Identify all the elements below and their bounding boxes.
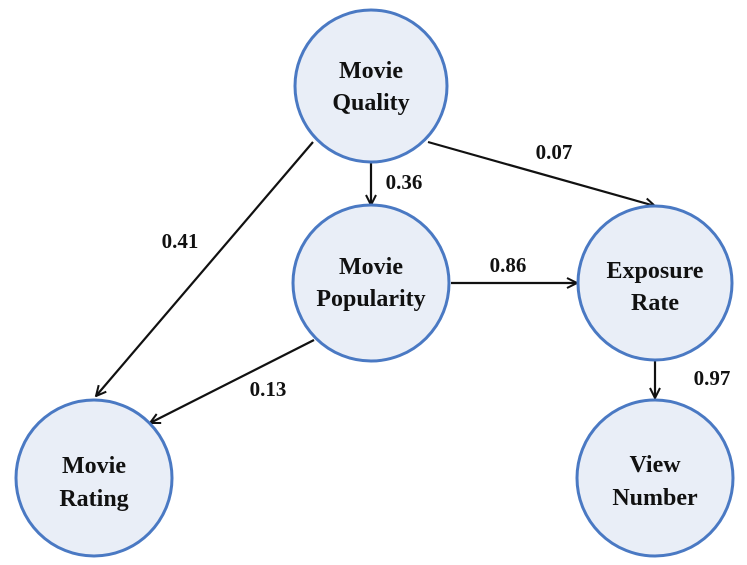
node-view-number: View Number <box>575 398 735 558</box>
node-exposure-rate-line2: Rate <box>631 290 679 316</box>
edge-quality-exposure <box>427 140 655 206</box>
node-exposure-rate: Exposure Rate <box>576 204 734 362</box>
edge-label-quality-popularity: 0.36 <box>386 170 423 194</box>
node-movie-rating-line2: Rating <box>59 486 128 512</box>
node-movie-popularity-line2: Popularity <box>316 286 425 312</box>
edge-quality-rating <box>96 141 314 396</box>
edge-label-quality-exposure: 0.07 <box>536 140 573 164</box>
node-movie-quality: Movie Quality <box>293 8 449 164</box>
edge-popularity-rating <box>150 339 315 423</box>
node-movie-quality-line2: Quality <box>332 90 409 116</box>
node-movie-popularity: Movie Popularity <box>291 203 451 363</box>
edge-label-quality-rating: 0.41 <box>162 229 199 253</box>
node-movie-rating-line1: Movie <box>62 453 126 479</box>
node-view-number-line1: View <box>629 452 681 478</box>
node-view-number-line2: Number <box>612 485 698 511</box>
node-movie-popularity-line1: Movie <box>339 254 403 280</box>
edge-label-popularity-exposure: 0.86 <box>490 253 527 277</box>
edge-label-popularity-rating: 0.13 <box>250 377 287 401</box>
node-movie-quality-line1: Movie <box>339 58 403 84</box>
node-movie-rating: Movie Rating <box>14 398 174 558</box>
node-exposure-rate-line1: Exposure <box>607 258 704 284</box>
edge-label-exposure-views: 0.97 <box>694 366 731 390</box>
